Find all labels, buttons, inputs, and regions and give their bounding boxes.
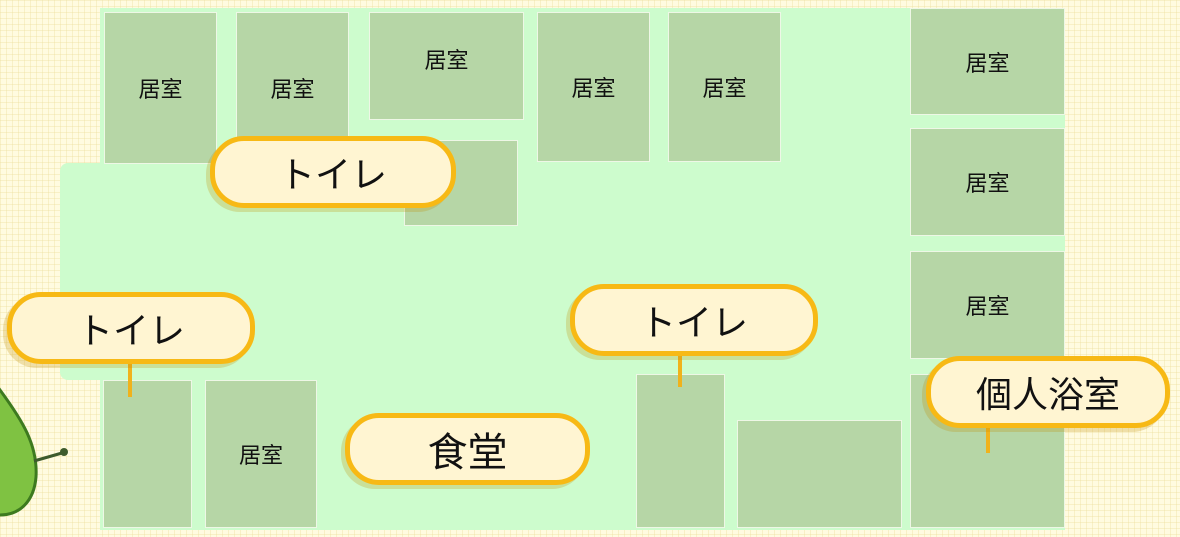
room-top-5: 居室 (668, 12, 781, 162)
toilet-room-left (103, 380, 192, 528)
label-text: トイレ (639, 303, 748, 344)
room-top-4: 居室 (537, 12, 650, 162)
storage-room (737, 420, 902, 528)
label-toilet-center: トイレ (570, 284, 818, 356)
stem-toilet-left (128, 352, 132, 397)
label-text: トイレ (76, 311, 185, 352)
room-label: 居室 (702, 77, 747, 102)
label-dining: 食堂 (345, 413, 590, 485)
room-label: 居室 (424, 49, 469, 74)
label-text: 食堂 (427, 430, 508, 476)
room-right-2: 居室 (910, 128, 1065, 236)
room-label: 居室 (270, 78, 315, 103)
room-right-3: 居室 (910, 251, 1065, 359)
label-toilet-left: トイレ (7, 292, 255, 364)
stem-toilet-center (678, 350, 682, 387)
room-label: 居室 (965, 51, 1010, 77)
label-private-bath: 個人浴室 (926, 356, 1170, 428)
room-top-1: 居室 (104, 12, 217, 164)
room-top-3: 居室 (369, 12, 524, 120)
room-right-1: 居室 (910, 8, 1065, 115)
room-label: 居室 (965, 295, 1010, 320)
label-text: 個人浴室 (975, 375, 1120, 416)
label-toilet-top: トイレ (210, 136, 456, 208)
stem-private-bath (986, 418, 990, 453)
room-label: 居室 (138, 78, 183, 103)
label-text: トイレ (278, 155, 387, 196)
room-label: 居室 (571, 77, 616, 102)
room-label: 居室 (238, 444, 283, 469)
mascot-icon (0, 387, 68, 517)
room-bottom: 居室 (205, 380, 317, 528)
room-label: 居室 (965, 172, 1010, 197)
toilet-room-center (636, 374, 725, 528)
